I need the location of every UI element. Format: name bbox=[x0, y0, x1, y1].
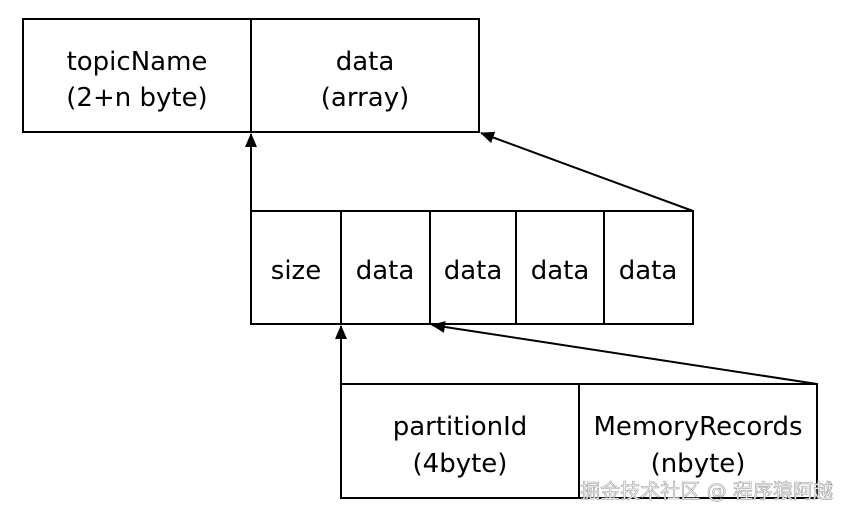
partition-id-label: partitionId bbox=[393, 412, 528, 442]
partition-right-arrow bbox=[431, 321, 818, 385]
topic-data-label: data bbox=[336, 47, 395, 77]
topic-data-type-label: (array) bbox=[321, 83, 409, 113]
topic-data-box: data (array) bbox=[250, 18, 480, 133]
size-cell: size bbox=[250, 210, 342, 325]
partition-id-box: partitionId (4byte) bbox=[340, 383, 580, 499]
array-right-arrow bbox=[480, 131, 694, 212]
data-cell: data bbox=[429, 210, 517, 325]
topic-name-box: topicName (2+n byte) bbox=[22, 18, 252, 133]
data-cell: data bbox=[603, 210, 694, 325]
watermark-text: 掘金技术社区 @ 程序猿阿越 bbox=[580, 479, 833, 503]
data-cell-label: data bbox=[356, 256, 415, 286]
memory-records-label: MemoryRecords bbox=[593, 412, 802, 442]
memory-records-box: MemoryRecords (nbyte) bbox=[578, 383, 818, 499]
data-cell-label: data bbox=[619, 256, 678, 286]
data-cell-label: data bbox=[531, 256, 590, 286]
data-cell-label: data bbox=[444, 256, 503, 286]
partition-id-size-label: (4byte) bbox=[413, 449, 508, 479]
memory-records-size-label: (nbyte) bbox=[651, 449, 746, 479]
topic-name-label: topicName bbox=[67, 47, 208, 77]
data-cell: data bbox=[340, 210, 431, 325]
data-cell: data bbox=[515, 210, 605, 325]
topic-name-size-label: (2+n byte) bbox=[66, 83, 207, 113]
size-label: size bbox=[271, 256, 321, 286]
